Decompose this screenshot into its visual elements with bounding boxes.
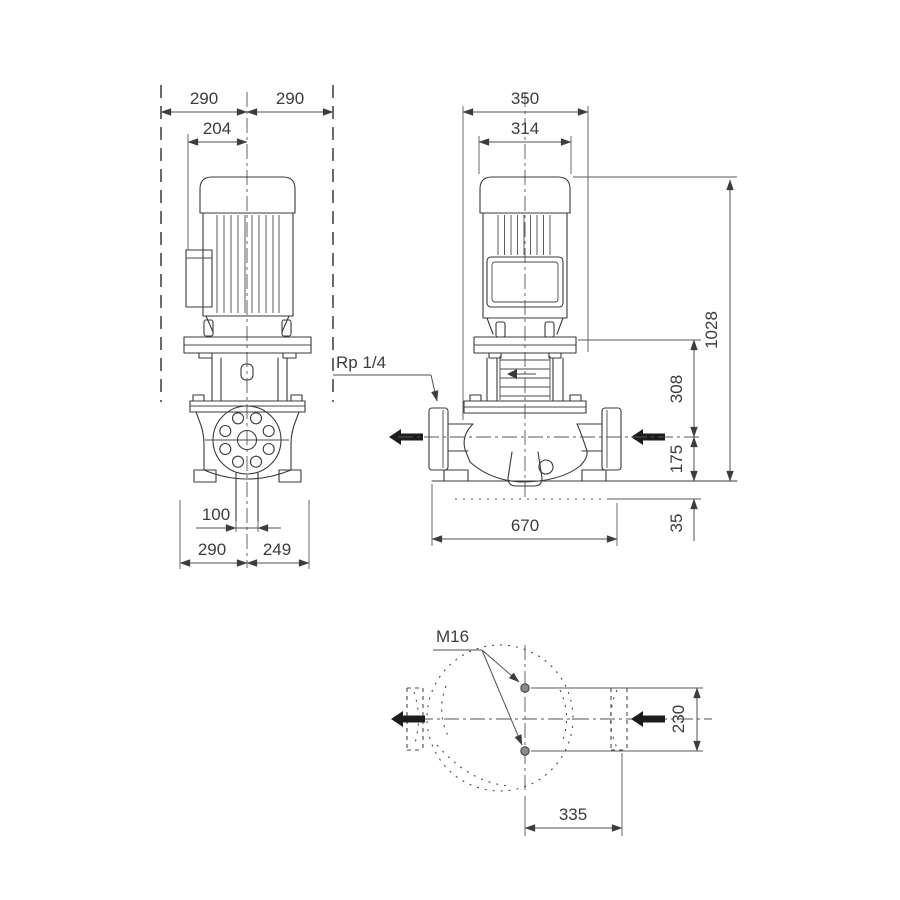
plan-view: M16 230 335: [391, 627, 712, 836]
bolt-row-spacing-value: 230: [669, 705, 688, 733]
port-flange-bolt-circle: [205, 405, 289, 475]
discharge-flange-hidden: [406, 687, 424, 751]
clearance-envelope: [160, 85, 334, 402]
dim-overall-width-value: 350: [511, 89, 539, 108]
suction-flange: [601, 407, 622, 471]
pump-housing-front: [189, 394, 306, 483]
dim-foot-spread: 290 249: [179, 500, 310, 569]
anchor-bolt-top: [520, 683, 530, 693]
side-view: 350 314: [333, 89, 738, 546]
dim-bolt-to-flange-end: 335: [524, 753, 623, 836]
dim-port-to-base-value: 175: [667, 445, 686, 473]
dim-overall-width: 350: [462, 89, 589, 420]
discharge-flange: [428, 407, 449, 471]
motor-side: [479, 176, 571, 338]
dim-clearance: 290 290: [160, 89, 334, 116]
bolt-to-flange-end-value: 335: [559, 805, 587, 824]
dim-motor-width: 314: [478, 119, 572, 174]
dim-bolt-row-spacing: 230: [531, 687, 703, 752]
flow-direction-arrow-plan-in: [631, 711, 665, 727]
dim-foot-right-value: 249: [263, 540, 291, 559]
motor-fins-side: [497, 215, 551, 255]
motor-stud-side-left: [495, 321, 506, 338]
gauge-tapping-value: Rp 1/4: [336, 353, 386, 372]
dim-port-to-base: 175: [667, 436, 698, 482]
front-view: 290 290 204: [160, 85, 334, 569]
base-plate-side: [431, 480, 738, 500]
coupling-guard: [499, 356, 551, 400]
foot-right: [278, 469, 302, 483]
dim-base-thickness-value: 35: [667, 514, 686, 533]
motor-front: [185, 176, 296, 337]
dim-base-length-value: 670: [511, 516, 539, 535]
label-anchor-thread: M16: [433, 627, 523, 746]
vent-plug: [240, 363, 254, 381]
dim-port-bore-value: 100: [202, 505, 230, 524]
motor-stud-right: [281, 319, 292, 337]
dim-base-thickness: 35: [667, 498, 698, 541]
dim-clearance-right-value: 290: [276, 89, 304, 108]
flow-direction-arrow-plan-out: [391, 711, 425, 727]
terminal-box-front: [185, 249, 213, 308]
motor-stud-side-right: [544, 321, 555, 338]
rotation-arrow-icon: [507, 369, 517, 379]
anchor-thread-value: M16: [436, 627, 469, 646]
dim-motor-offset-value: 204: [203, 119, 231, 138]
dim-motor-width-value: 314: [511, 119, 539, 138]
dim-seat-to-port-value: 308: [667, 375, 686, 403]
drain-plug: [538, 459, 554, 475]
seat-flange-side: [463, 394, 587, 414]
motor-fins: [216, 215, 280, 313]
motor-stool-side: [473, 336, 577, 402]
label-gauge-tapping: Rp 1/4: [333, 353, 439, 402]
dim-seat-to-port: 308: [398, 339, 703, 438]
dim-overall-height: 1028: [573, 176, 737, 482]
foot-left: [193, 469, 217, 483]
dim-base-length: 670: [431, 484, 618, 546]
dim-clearance-left-value: 290: [190, 89, 218, 108]
dim-motor-offset: 204: [187, 119, 248, 250]
dim-port-bore: 100: [196, 505, 281, 532]
motor-stud-left: [203, 319, 214, 337]
base-plate-outline: [426, 644, 574, 792]
dim-foot-left-value: 290: [198, 540, 226, 559]
volute-side: [428, 407, 622, 487]
dim-overall-height-value: 1028: [702, 311, 721, 349]
terminal-box-side: [486, 256, 564, 308]
motor-stool-front: [183, 336, 312, 402]
anchor-bolt-bottom: [520, 746, 530, 756]
